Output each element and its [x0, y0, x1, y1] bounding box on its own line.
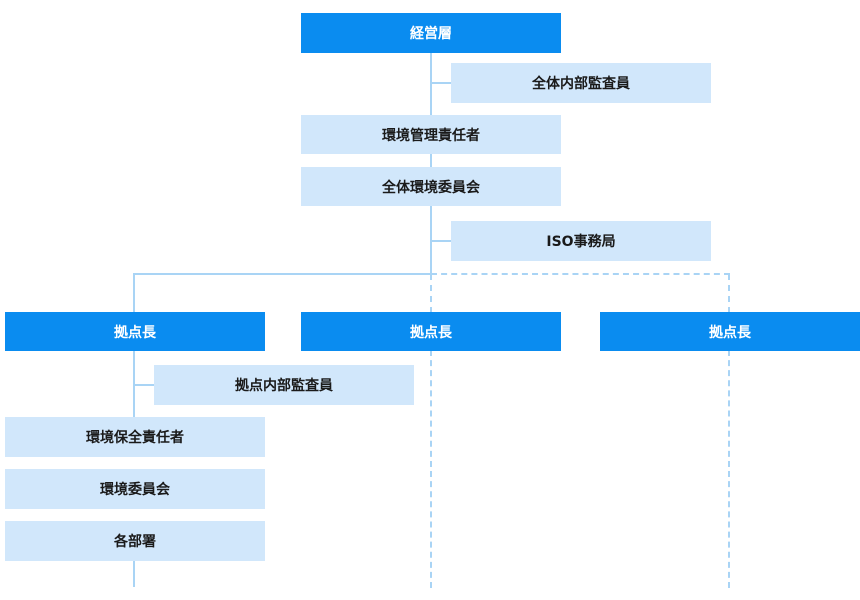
node-site-head-3: 拠点長: [600, 312, 860, 351]
connector-site-2-tail: [430, 350, 432, 588]
node-departments: 各部署: [5, 521, 265, 561]
connector-to-site-3: [728, 274, 730, 313]
node-iso-office: ISO事務局: [451, 221, 711, 261]
connector-site-audit-branch: [134, 384, 155, 386]
connector-audit-branch: [431, 82, 452, 84]
connector-sites-horizontal: [134, 273, 432, 275]
connector-iso-branch: [431, 240, 452, 242]
node-executive: 経営層: [301, 13, 561, 53]
connector-site-3-tail: [728, 350, 730, 588]
connector-sites-horizontal-dashed: [431, 273, 730, 275]
connector-to-site-1: [133, 273, 135, 313]
node-site-environment-committee: 環境委員会: [5, 469, 265, 509]
node-internal-auditor: 全体内部監査員: [451, 63, 711, 103]
node-environment-conservation-manager: 環境保全責任者: [5, 417, 265, 457]
node-environment-committee: 全体環境委員会: [301, 167, 561, 206]
node-site-internal-auditor: 拠点内部監査員: [154, 365, 414, 405]
connector-to-site-2: [430, 274, 432, 313]
connector-site-1-tail: [133, 560, 135, 587]
connector-committee-to-sites: [430, 205, 432, 274]
node-environment-manager: 環境管理責任者: [301, 115, 561, 154]
connector-top-to-manager: [430, 52, 432, 116]
node-site-head-2: 拠点長: [301, 312, 561, 351]
connector-manager-to-committee: [430, 153, 432, 168]
node-site-head-1: 拠点長: [5, 312, 265, 351]
